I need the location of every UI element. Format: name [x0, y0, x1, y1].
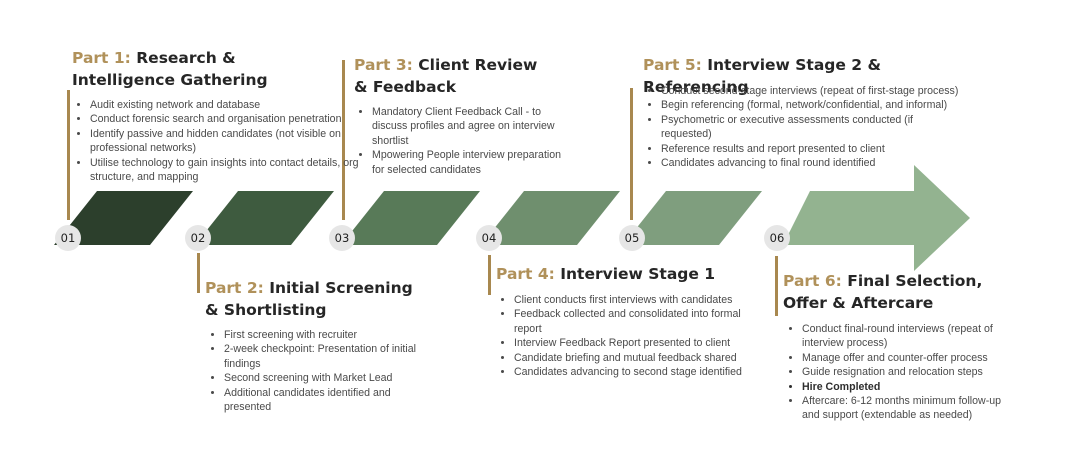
list-item: Second screening with Market Lead — [224, 371, 419, 385]
list-item: Candidate briefing and mutual feedback s… — [514, 351, 749, 365]
list-item-hire-completed: Hire Completed — [802, 380, 1017, 394]
step-1-parallelogram — [54, 191, 193, 245]
part-2-accent-bar — [197, 253, 200, 293]
part-3-accent-bar — [342, 60, 345, 220]
part-6-list: Conduct final-round interviews (repeat o… — [786, 322, 1017, 423]
list-item: Conduct final-round interviews (repeat o… — [802, 322, 1017, 351]
part-1-heading: Research & Intelligence Gathering — [72, 49, 268, 89]
step-4-parallelogram — [481, 191, 620, 245]
list-item: 2-week checkpoint: Presentation of initi… — [224, 342, 419, 371]
part-4-title: Part 4: Interview Stage 1 — [496, 263, 756, 285]
step-2-number: 02 — [185, 225, 211, 251]
part-1-label: Part 1: — [72, 49, 131, 67]
list-item: Mandatory Client Feedback Call - to disc… — [372, 105, 567, 148]
list-item: Candidates advancing to second stage ide… — [514, 365, 749, 379]
step-6-number: 06 — [764, 225, 790, 251]
list-item: Aftercare: 6-12 months minimum follow-up… — [802, 394, 1017, 423]
list-item: Conduct forensic search and organisation… — [90, 112, 360, 126]
part-4-list: Client conducts first interviews with ca… — [498, 293, 749, 379]
step-1-number: 01 — [55, 225, 81, 251]
part-3-list: Mandatory Client Feedback Call - to disc… — [356, 105, 567, 177]
part-5-accent-bar — [630, 88, 633, 220]
list-item: Guide resignation and relocation steps — [802, 365, 1017, 379]
part-6-heading: Final Selection, Offer & Aftercare — [783, 272, 983, 312]
part-5-title: Part 5: Interview Stage 2 & Referencing — [643, 54, 973, 98]
list-item: Feedback collected and consolidated into… — [514, 307, 749, 336]
part-3-heading: Client Review & Feedback — [354, 56, 538, 96]
step-5-parallelogram — [623, 191, 762, 245]
part-2-title: Part 2: Initial Screening & Shortlisting — [205, 277, 420, 321]
list-item: Client conducts first interviews with ca… — [514, 293, 749, 307]
part-6-label: Part 6: — [783, 272, 842, 290]
part-3-label: Part 3: — [354, 56, 413, 74]
list-item: Audit existing network and database — [90, 98, 360, 112]
part-4-label: Part 4: — [496, 265, 555, 283]
part-4-heading: Interview Stage 1 — [560, 265, 716, 283]
part-2-heading: Initial Screening & Shortlisting — [205, 279, 413, 319]
part-2-list: First screening with recruiter 2-week ch… — [208, 328, 419, 414]
part-1-accent-bar — [67, 90, 70, 220]
list-item: Conduct second-stage interviews (repeat … — [661, 84, 961, 98]
list-item: Reference results and report presented t… — [661, 142, 961, 156]
part-6-accent-bar — [775, 256, 778, 316]
part-3-title: Part 3: Client Review & Feedback — [354, 54, 554, 98]
part-2-label: Part 2: — [205, 279, 264, 297]
step-6-arrow — [783, 165, 970, 271]
list-item: Additional candidates identified and pre… — [224, 386, 419, 415]
step-3-parallelogram — [341, 191, 480, 245]
part-1-list: Audit existing network and database Cond… — [74, 98, 360, 184]
part-5-label: Part 5: — [643, 56, 702, 74]
list-item: First screening with recruiter — [224, 328, 419, 342]
part-5-list: Conduct second-stage interviews (repeat … — [645, 84, 961, 170]
list-item: Utilise technology to gain insights into… — [90, 156, 360, 185]
part-6-title: Part 6: Final Selection, Offer & Afterca… — [783, 270, 1018, 314]
part-4-accent-bar — [488, 255, 491, 295]
part-5-heading: Interview Stage 2 & Referencing — [643, 56, 881, 96]
part-1-title: Part 1: Research & Intelligence Gatherin… — [72, 47, 342, 91]
list-item: Candidates advancing to final round iden… — [661, 156, 961, 170]
list-item: Manage offer and counter-offer process — [802, 351, 1017, 365]
step-4-number: 04 — [476, 225, 502, 251]
list-item: Psychometric or executive assessments co… — [661, 113, 961, 142]
step-5-number: 05 — [619, 225, 645, 251]
list-item: Identify passive and hidden candidates (… — [90, 127, 360, 156]
step-2-parallelogram — [195, 191, 334, 245]
step-3-number: 03 — [329, 225, 355, 251]
list-item: Interview Feedback Report presented to c… — [514, 336, 749, 350]
list-item: Mpowering People interview preparation f… — [372, 148, 567, 177]
list-item: Begin referencing (formal, network/confi… — [661, 98, 961, 112]
